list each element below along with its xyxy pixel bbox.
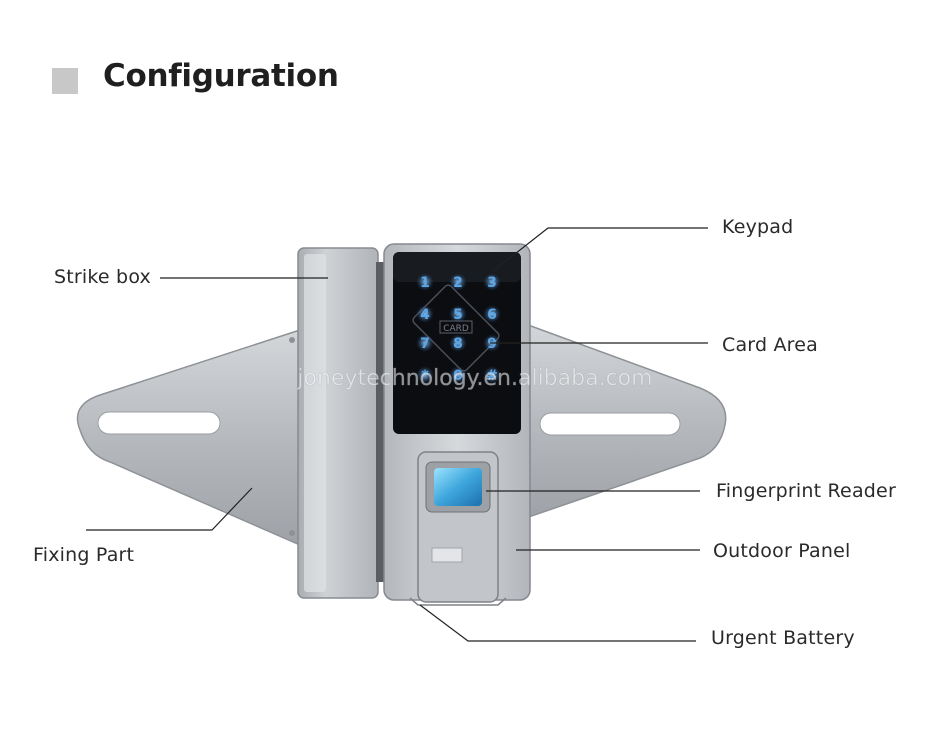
svg-text:#: #	[486, 368, 498, 384]
svg-text:4: 4	[420, 307, 430, 323]
key-3: 3	[483, 273, 501, 291]
leader-keypad	[491, 227, 708, 273]
svg-text:9: 9	[487, 336, 497, 352]
svg-text:0: 0	[453, 368, 463, 384]
svg-text:8: 8	[453, 336, 463, 352]
svg-text:3: 3	[487, 275, 497, 291]
callout-outdoor-panel: Outdoor Panel	[713, 540, 851, 562]
key-4: 4	[416, 305, 434, 323]
callout-urgent-battery: Urgent Battery	[711, 627, 855, 649]
key-1: 1	[416, 273, 434, 291]
leader-urgent-battery	[419, 604, 696, 642]
callout-strike-box: Strike box	[54, 266, 151, 288]
key-hash: #	[483, 366, 501, 384]
callout-fingerprint-reader: Fingerprint Reader	[716, 480, 896, 502]
card-label: CARD	[443, 324, 469, 334]
svg-text:5: 5	[453, 307, 463, 323]
right-fixing-plate	[519, 320, 727, 522]
callout-keypad: Keypad	[722, 216, 794, 238]
leader-lines	[86, 227, 708, 642]
page-title: Configuration	[103, 58, 339, 94]
key-star: *	[416, 366, 434, 384]
svg-text:7: 7	[420, 336, 430, 352]
callout-fixing-part: Fixing Part	[33, 544, 135, 566]
key-2: 2	[449, 273, 467, 291]
key-8: 8	[449, 334, 467, 352]
title-marker-square	[52, 68, 78, 94]
key-6: 6	[483, 305, 501, 323]
outdoor-panel	[383, 243, 531, 606]
svg-text:2: 2	[453, 275, 463, 291]
svg-text:*: *	[421, 368, 429, 384]
left-fixing-plate	[76, 328, 301, 547]
strike-box	[297, 247, 384, 599]
leader-fixing-part	[86, 487, 253, 531]
callout-card-area: Card Area	[722, 334, 819, 356]
keypad-keys: 1 2 3 4 5 6 7 8 9 * 0 #	[416, 273, 501, 384]
key-5: 5	[449, 305, 467, 323]
key-0: 0	[449, 366, 467, 384]
key-7: 7	[416, 334, 434, 352]
svg-text:6: 6	[487, 307, 497, 323]
watermark: joneytechnology.en.alibaba.com	[296, 366, 652, 391]
svg-text:1: 1	[420, 275, 430, 291]
